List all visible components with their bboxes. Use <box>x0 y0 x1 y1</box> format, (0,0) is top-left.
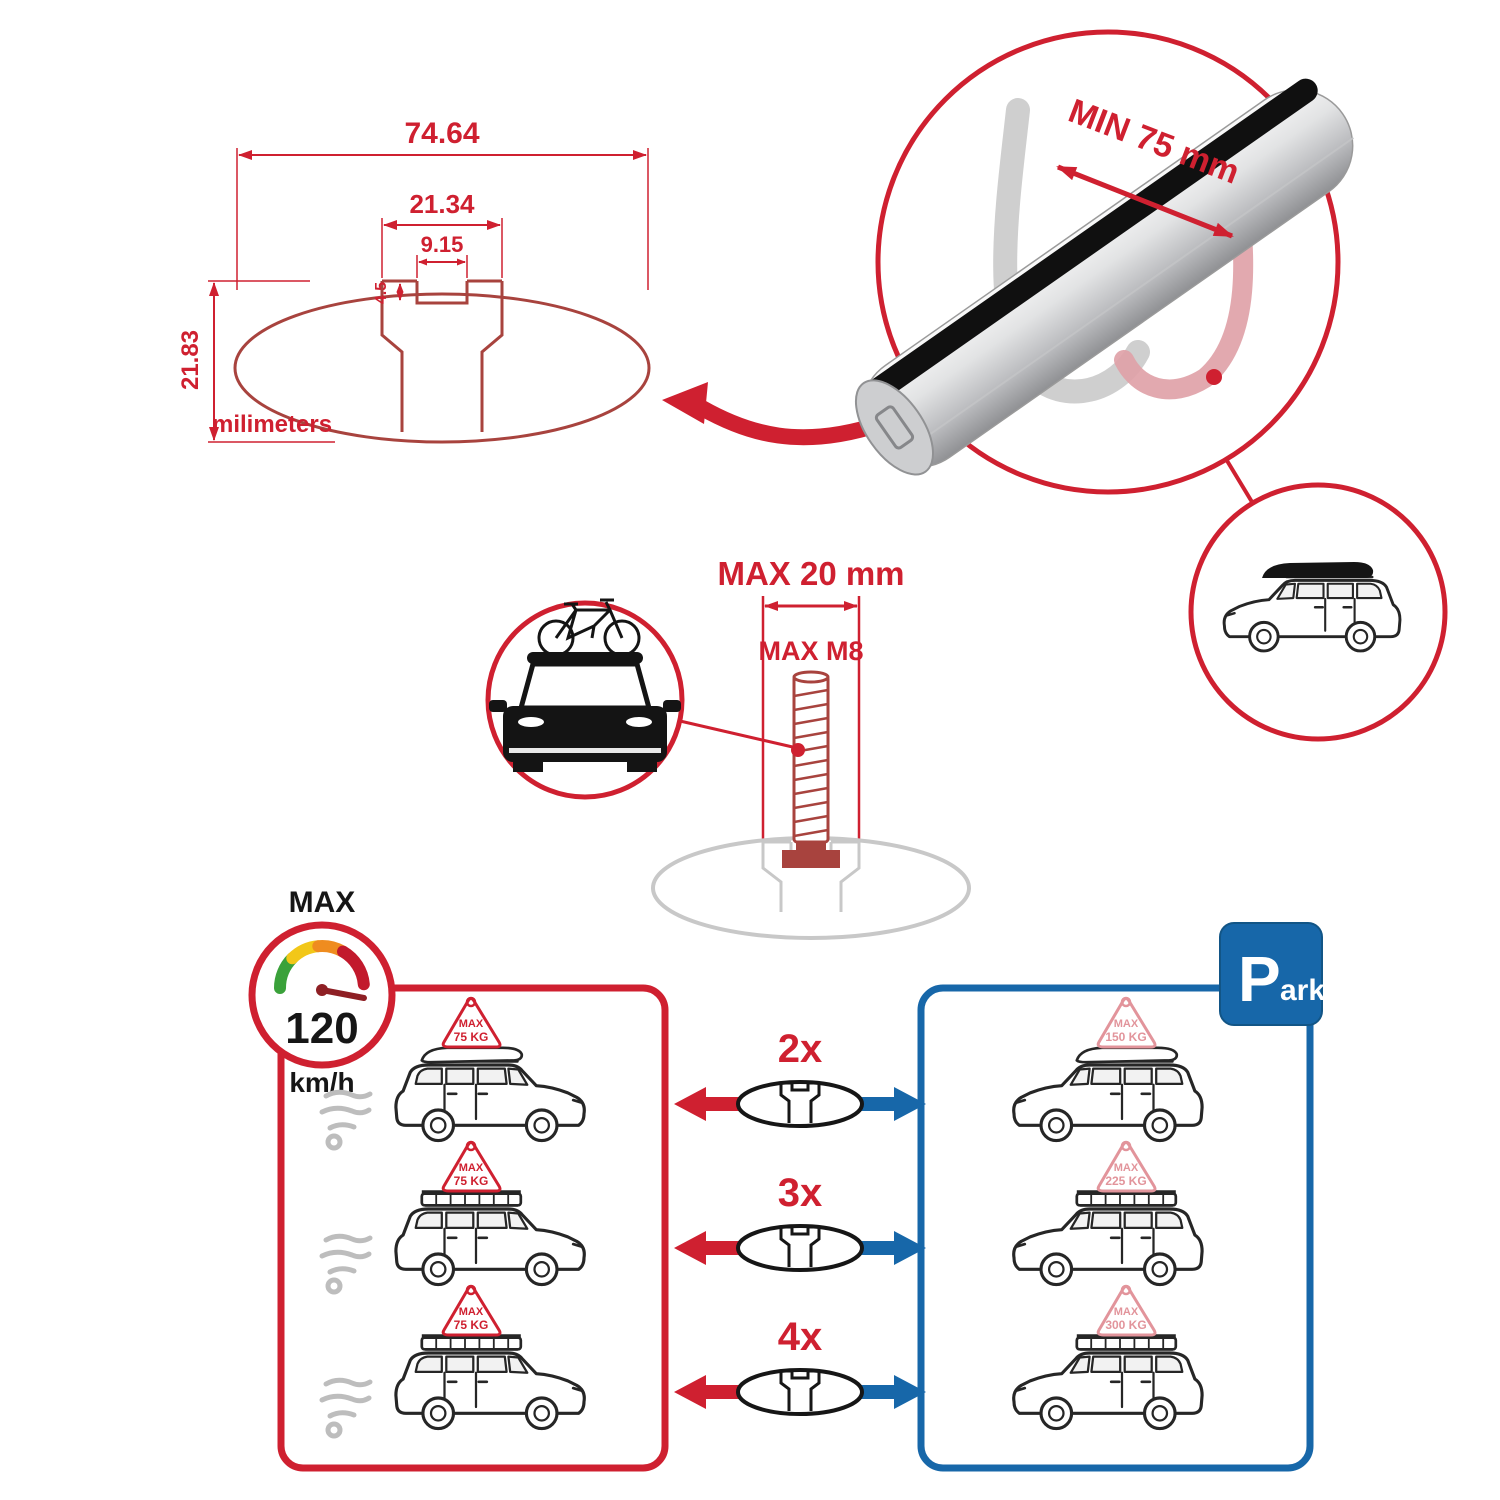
pointer-arrow-to-diagram <box>662 382 888 446</box>
multiplier-label: 4x <box>778 1315 823 1359</box>
suv-car-icon <box>1012 1059 1204 1143</box>
suv-car-icon <box>394 1059 586 1143</box>
rubber-strip <box>856 78 1318 409</box>
load-tag-max: MAX <box>1114 1306 1139 1318</box>
bolt-spec-diagram: MAX 20 mm MAX M8 <box>651 555 971 940</box>
roof-basket-icon <box>420 1334 523 1351</box>
parked-car: MAX 225 KG <box>1012 1140 1204 1287</box>
load-tag-value: 300 KG <box>1105 1318 1146 1332</box>
bolt-max-length-label: MAX 20 mm <box>717 555 904 592</box>
total-height-label: 21.83 <box>177 330 204 390</box>
t-slot-profile <box>380 279 504 432</box>
multiplier-label: 3x <box>778 1171 823 1215</box>
circle-connector-line <box>1224 457 1254 504</box>
channel-width-label: 21.34 <box>409 189 475 219</box>
crossbar-profile-icon <box>736 1080 864 1128</box>
load-tag-value: 75 KG <box>454 1174 489 1188</box>
speed-max-label: MAX <box>289 886 356 919</box>
roof-box-icon <box>420 1046 524 1064</box>
bolt-dimension-lines <box>761 596 861 848</box>
load-tag: MAX 225 KG <box>1096 1140 1157 1193</box>
slot-width-label: 9.15 <box>421 232 464 257</box>
load-tag: MAX 75 KG <box>441 1140 502 1193</box>
park-sign-letter: P <box>1238 943 1281 1015</box>
speed-lines-icon <box>322 1236 370 1292</box>
bike-icon <box>537 598 641 657</box>
load-tag-max: MAX <box>1114 1162 1139 1174</box>
cross-section-dimension-diagram: 74.64 21.34 9.15 4.5 21.83 milimeters <box>177 117 888 446</box>
roof-basket-icon <box>1075 1334 1178 1351</box>
min-span-arrow <box>1056 164 1234 239</box>
ghost-t-slot-profile <box>761 840 861 912</box>
callout-line <box>679 719 798 750</box>
clamp-point-dot <box>1206 369 1222 385</box>
speed-lines-icon <box>322 1092 370 1148</box>
load-tag: MAX 75 KG <box>441 996 502 1049</box>
crossbar-profile-icon <box>736 1368 864 1416</box>
bar-end-cap <box>854 379 935 476</box>
roof-basket-icon <box>1075 1190 1178 1207</box>
load-tag: MAX 300 KG <box>1096 1284 1157 1337</box>
load-tag-value: 75 KG <box>454 1030 489 1044</box>
car-front-icon <box>489 652 681 772</box>
total-width-label: 74.64 <box>404 117 479 150</box>
driving-cars-panel <box>277 984 669 1472</box>
crossbar-count-row: 3x <box>674 1171 926 1272</box>
load-tag-value: 225 KG <box>1105 1174 1146 1188</box>
dimension-channel-width: 21.34 <box>381 189 503 278</box>
crossbar-detail-circle: MIN 75 mm <box>854 29 1354 504</box>
speed-lines-icon <box>322 1380 370 1436</box>
crossbar-count-row: 2x <box>674 1027 926 1128</box>
speed-limit-badge: MAX 120 km/h <box>248 886 396 1098</box>
bike-height-circle <box>485 598 798 800</box>
vehicle-inset-circle <box>1188 482 1448 742</box>
load-tag: MAX 150 KG <box>1096 996 1157 1049</box>
roof-basket-icon <box>420 1190 523 1207</box>
multiplier-label: 2x <box>778 1027 823 1071</box>
park-sign-rest: ark <box>1280 974 1325 1007</box>
roof-box-icon <box>1075 1046 1179 1064</box>
crossbar-count-row: 4x <box>674 1315 926 1416</box>
parked-car: MAX 300 KG <box>1012 1284 1204 1431</box>
bolt-thread-label: MAX M8 <box>758 636 863 666</box>
speedometer-gauge-icon <box>274 940 370 994</box>
driving-car: MAX 75 KG <box>322 996 586 1148</box>
slot-depth-label: 4.5 <box>373 282 390 304</box>
parked-cars-panel <box>917 984 1314 1472</box>
load-tag-max: MAX <box>459 1306 484 1318</box>
load-tag-value: 150 KG <box>1105 1030 1146 1044</box>
speedometer-needle <box>319 987 367 1001</box>
load-tag-max: MAX <box>459 1018 484 1030</box>
callout-dot <box>791 743 805 757</box>
parked-car: MAX 150 KG <box>1012 996 1204 1143</box>
load-tag-max: MAX <box>459 1162 484 1174</box>
suv-car-icon <box>394 1203 586 1287</box>
load-tag-max: MAX <box>1114 1018 1139 1030</box>
dimension-total-height: 21.83 <box>177 280 335 443</box>
dimension-slot-width: 9.15 <box>416 232 468 278</box>
driving-car: MAX 75 KG <box>322 1140 586 1292</box>
dimension-total-width: 74.64 <box>236 117 649 290</box>
dimension-slot-depth: 4.5 <box>373 282 404 304</box>
park-sign: P ark <box>1219 922 1325 1026</box>
suv-car-icon <box>394 1347 586 1431</box>
crossbar-profile-icon <box>736 1224 864 1272</box>
roof-box-icon <box>1262 562 1374 578</box>
unit-label: milimeters <box>212 411 332 438</box>
suv-car-icon <box>1012 1203 1204 1287</box>
suv-car-icon <box>1012 1347 1204 1431</box>
load-tag-value: 75 KG <box>454 1318 489 1332</box>
crossbar-ellipse-outline <box>233 292 651 444</box>
t-bolt-icon <box>782 670 840 868</box>
load-tag: MAX 75 KG <box>441 1284 502 1337</box>
speed-value: 120 <box>285 1004 358 1053</box>
driving-car: MAX 75 KG <box>322 1284 586 1436</box>
